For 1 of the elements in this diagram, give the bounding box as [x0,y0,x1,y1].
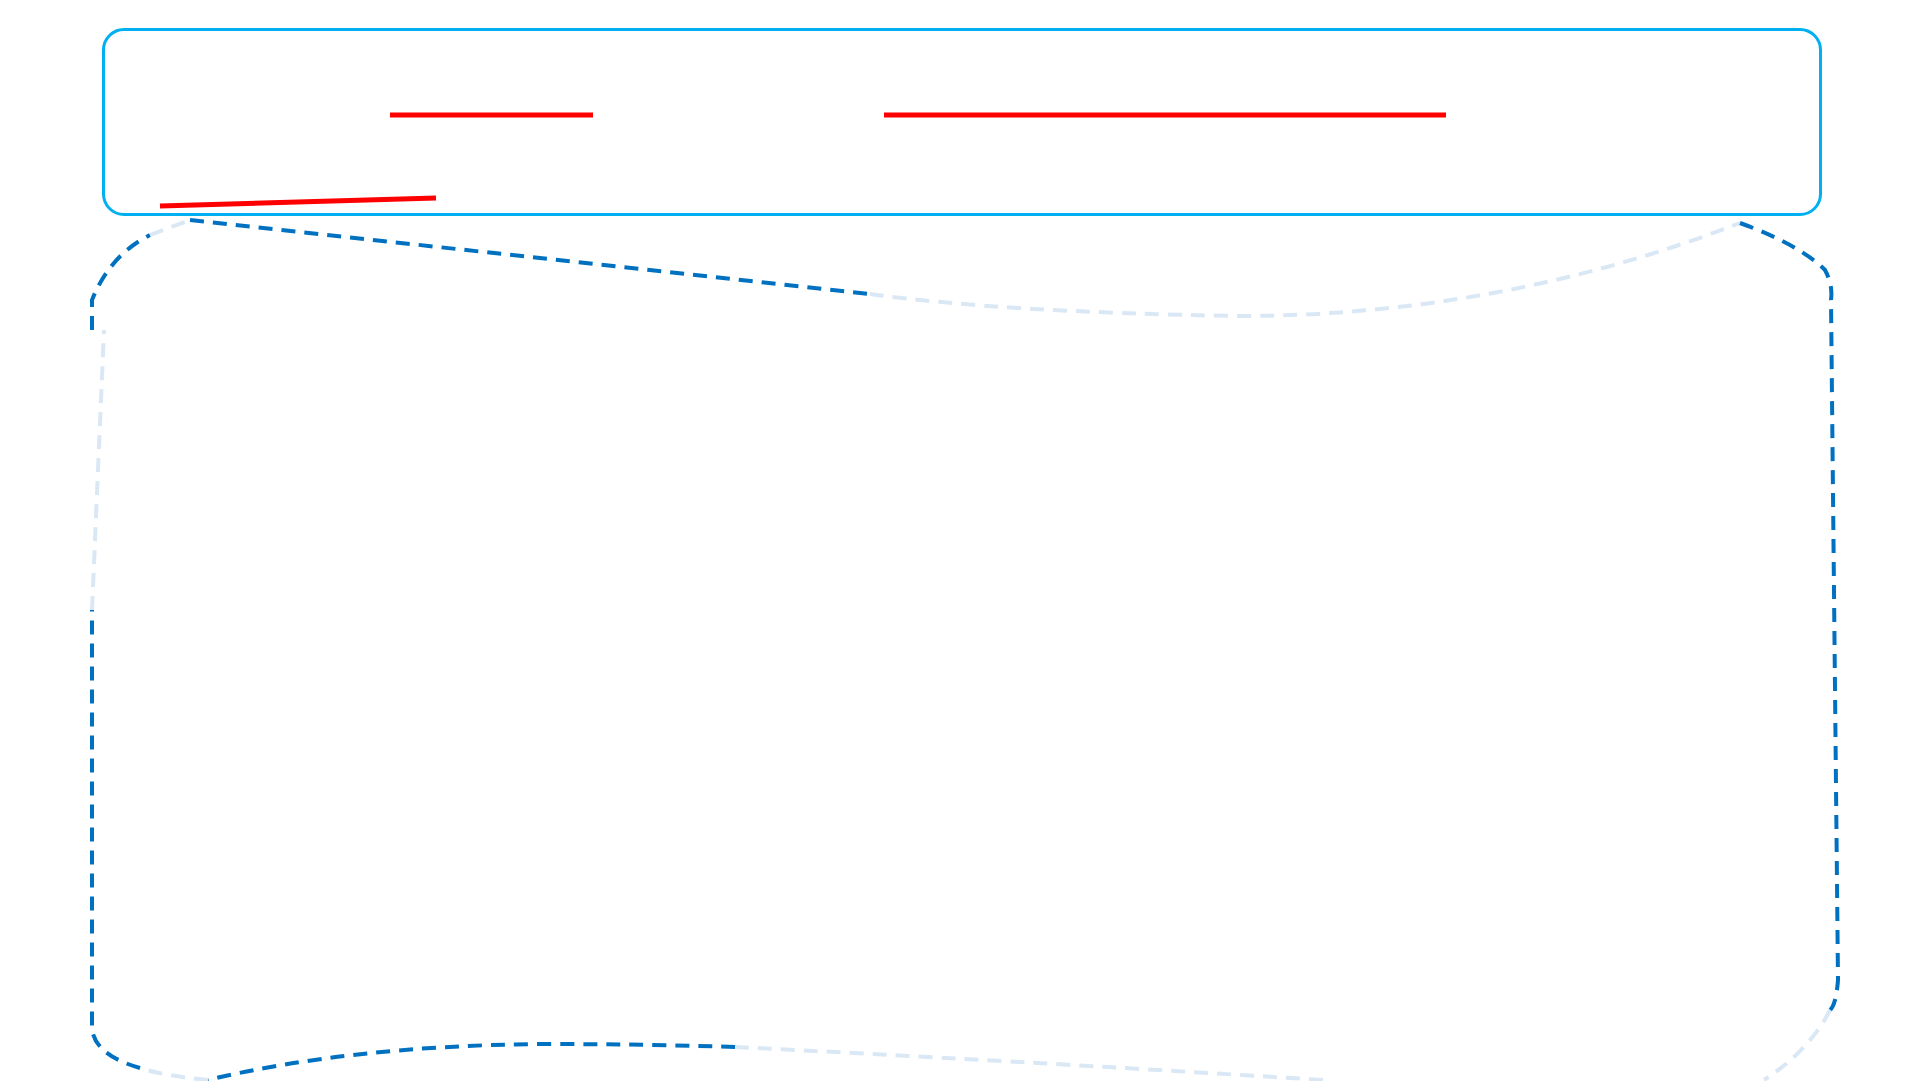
rounded-frame [102,28,1822,216]
